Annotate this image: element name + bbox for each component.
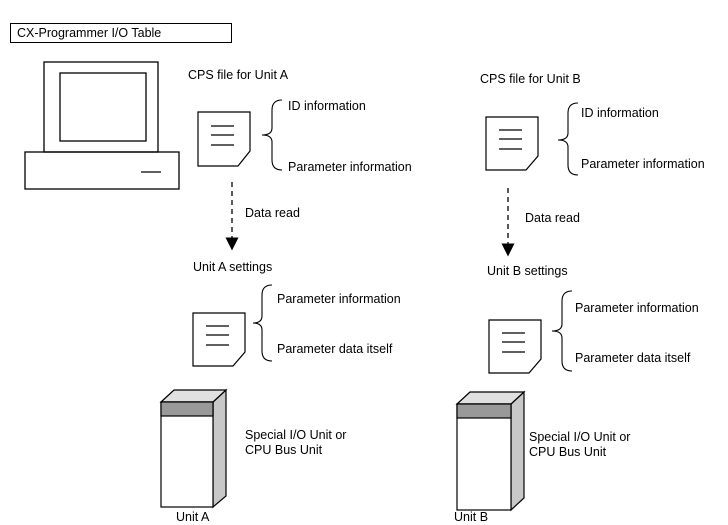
brace-a-settings [252,284,273,362]
unit-a-settings-document-icon [192,312,246,367]
settings-a-param-data: Parameter data itself [277,342,393,356]
cps-b-param-info: Parameter information [581,157,705,171]
settings-a-param-info: Parameter information [277,292,401,306]
cps-a-id-info: ID information [288,99,366,113]
cps-b-id-info: ID information [581,106,659,120]
unit-a-settings-label: Unit A settings [193,260,273,274]
data-read-b-label: Data read [525,211,580,225]
title-label: CX-Programmer I/O Table [17,26,162,40]
settings-b-param-data: Parameter data itself [575,351,691,365]
unit-b-type-line2: CPU Bus Unit [529,445,607,459]
computer-icon [24,61,180,190]
brace-a-file [261,99,283,171]
cps-file-b-label: CPS file for Unit B [480,72,581,86]
unit-b-settings-label: Unit B settings [487,264,568,278]
brace-b-settings [551,290,573,372]
unit-a-type-line1: Special I/O Unit or [245,428,347,442]
unit-b-name: Unit B [454,510,489,524]
settings-b-param-info: Parameter information [575,301,699,315]
unit-a-type-line2: CPU Bus Unit [245,443,323,457]
cx-programmer-title-box: CX-Programmer I/O Table [10,23,232,43]
cps-file-a-label: CPS file for Unit A [188,68,289,82]
unit-b-hardware-icon [455,390,526,512]
cps-file-a-document-icon [197,111,251,167]
cps-file-b-document-icon [485,116,539,171]
unit-b-settings-document-icon [488,319,542,374]
unit-b-type-line1: Special I/O Unit or [529,430,631,444]
data-read-a-label: Data read [245,206,300,220]
unit-a-name: Unit A [176,510,210,524]
cps-a-param-info: Parameter information [288,160,412,174]
brace-b-file [557,102,579,176]
unit-a-hardware-icon [159,388,228,509]
